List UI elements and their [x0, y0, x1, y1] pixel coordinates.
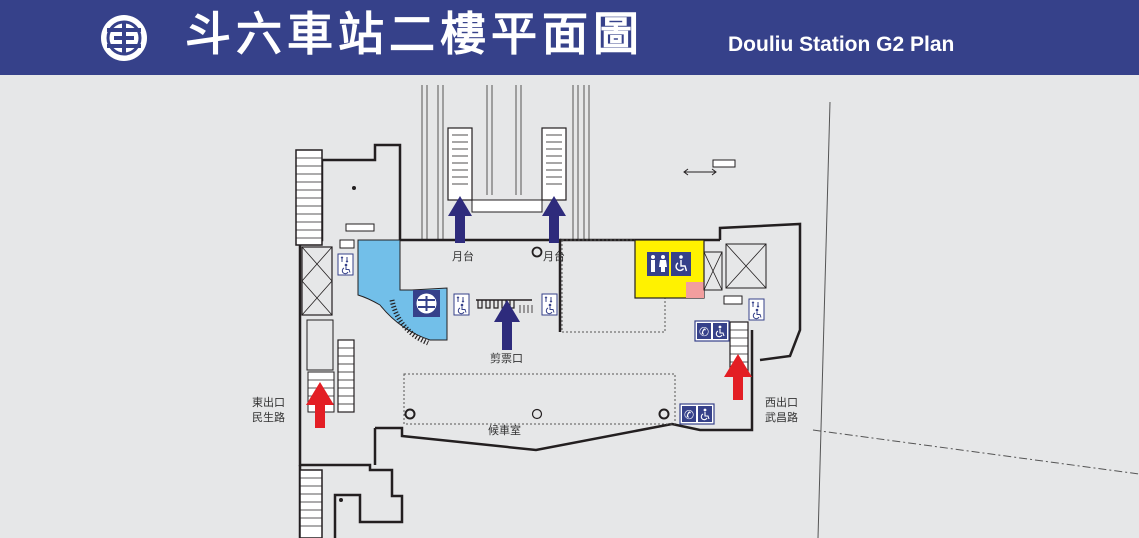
west-exit-label: 西出口 — [765, 396, 798, 409]
up-arrow-icon — [448, 196, 566, 350]
floor-plan-map: ✆ — [295, 85, 1139, 538]
page-title: 斗六車站二樓平面圖 — [185, 7, 644, 61]
ticket-gate-label: 剪票口 — [490, 352, 523, 365]
page-subtitle: Douliu Station G2 Plan — [728, 33, 955, 56]
platform-label-right: 月台 — [543, 250, 565, 263]
tra-logo-map-icon — [416, 293, 437, 314]
exit-arrow-icon — [306, 354, 752, 428]
header-bar: 斗六車站二樓平面圖 Douliu Station G2 Plan — [0, 0, 1139, 75]
west-road-label: 武昌路 — [765, 411, 798, 424]
platform-label-left: 月台 — [452, 250, 474, 263]
telephone-wheelchair-icon — [679, 403, 715, 425]
telephone-wheelchair-icon — [694, 320, 730, 342]
east-exit-label: 東出口 — [252, 396, 285, 409]
tra-logo-icon — [101, 15, 147, 61]
waiting-room-label: 候車室 — [488, 424, 521, 437]
east-road-label: 民生路 — [252, 411, 285, 424]
